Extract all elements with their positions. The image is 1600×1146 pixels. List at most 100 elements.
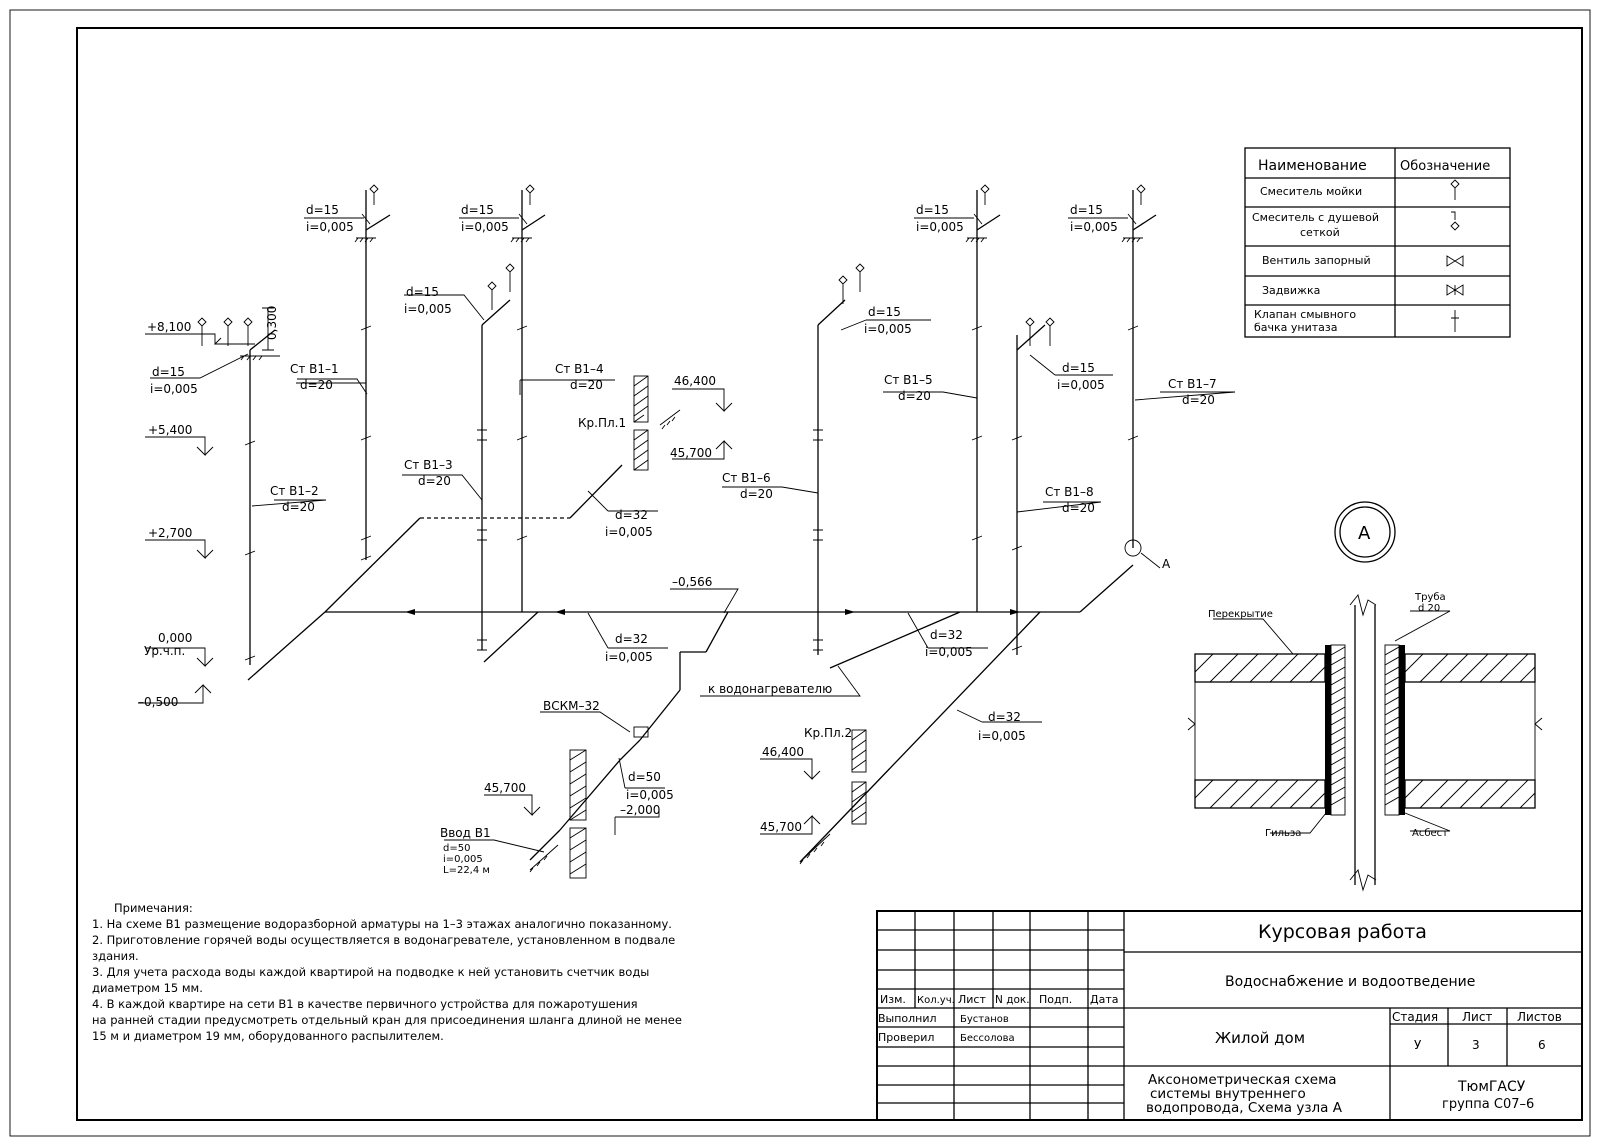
elev-46400-b: 46,400 xyxy=(762,745,804,759)
label-inlet-L: L=22,4 м xyxy=(443,865,490,876)
tb-object: Жилой дом xyxy=(1215,1029,1305,1047)
label-d15-r1: d=15 xyxy=(306,203,339,217)
label-riser-4: Ст В1–4 xyxy=(555,362,604,376)
note-line-7: на ранней стадии предусмотреть отдельный… xyxy=(92,1013,682,1027)
label-kr-pl1: Кр.Пл.1 xyxy=(578,416,626,430)
label-riser-7: Ст В1–7 xyxy=(1168,377,1217,391)
tb-col-ndok: N док. xyxy=(995,994,1030,1006)
elev-5400: +5,400 xyxy=(148,423,192,437)
tb-row-prov-name: Бессолова xyxy=(960,1033,1015,1044)
note-line-1: 1. На схеме В1 размещение водоразборной … xyxy=(92,917,672,931)
elev-45700-c: 45,700 xyxy=(760,820,802,834)
label-i-r6: i=0,005 xyxy=(864,322,912,336)
tb-sheets-v: 6 xyxy=(1538,1038,1546,1052)
label-i-right: i=0,005 xyxy=(925,645,973,659)
shutoff-valve-icon xyxy=(1446,255,1464,267)
tb-col-izm: Изм. xyxy=(880,993,906,1006)
gate-valve-icon xyxy=(1446,284,1464,296)
label-d15-r4: d=15 xyxy=(461,203,494,217)
tb-desc-3: водопровода, Схема узла А xyxy=(1146,1100,1343,1116)
detail-sleeve-label: Гильза xyxy=(1265,828,1301,839)
label-d32-right: d=32 xyxy=(930,628,963,642)
title-block: Изм. Кол.уч. Лист N док. Подп. Дата Выпо… xyxy=(876,910,1583,1121)
label-riser-6: Ст В1–6 xyxy=(722,471,771,485)
label-riser-3: Ст В1–3 xyxy=(404,458,453,472)
notes-title: Примечания: xyxy=(114,901,193,915)
tb-stage-h: Стадия xyxy=(1392,1010,1438,1024)
label-i-mid: i=0,005 xyxy=(605,650,653,664)
elev-m0500: –0,500 xyxy=(138,695,178,709)
label-i-left: i=0,005 xyxy=(150,382,198,396)
elev-m2000: –2,000 xyxy=(620,803,660,817)
detail-pipe-label: Труба xyxy=(1414,592,1446,603)
note-line-4: 3. Для учета расхода воды каждой квартир… xyxy=(92,965,649,979)
label-d15-left: d=15 xyxy=(152,365,185,379)
label-inlet-i: i=0,005 xyxy=(443,854,483,865)
elev-m0566: –0,566 xyxy=(672,575,712,589)
label-d15-r7: d=15 xyxy=(1070,203,1103,217)
label-riser-2-d: d=20 xyxy=(282,500,315,514)
legend-header-name: Наименование xyxy=(1258,158,1367,174)
tb-course: Курсовая работа xyxy=(1258,921,1427,943)
elev-8100: +8,100 xyxy=(147,320,191,334)
axonometric-scheme xyxy=(197,184,1161,863)
drawing-frame xyxy=(76,27,1583,1121)
label-riser-2: Ст В1–2 xyxy=(270,484,319,498)
label-leaders xyxy=(150,213,1236,853)
legend-row-4: Задвижка xyxy=(1262,284,1320,297)
tb-org-2: группа С07–6 xyxy=(1442,1097,1534,1112)
node-detail-a: А Перекрытие Труба xyxy=(1187,501,1543,892)
tb-sheets-h: Листов xyxy=(1517,1010,1562,1024)
wall-hatches xyxy=(529,375,867,879)
elevation-marks xyxy=(138,307,821,835)
label-riser-1-d: d=20 xyxy=(300,378,333,392)
legend-row-1: Смеситель мойки xyxy=(1260,185,1362,198)
label-inlet-d: d=50 xyxy=(443,843,470,854)
note-line-5: диаметром 15 мм. xyxy=(92,981,203,995)
label-riser-5-d: d=20 xyxy=(898,389,931,403)
label-meter: ВСКМ–32 xyxy=(543,699,600,713)
label-i-d50: i=0,005 xyxy=(626,788,674,802)
elev-floor: Ур.ч.п. xyxy=(144,644,185,658)
elev-2700: +2,700 xyxy=(148,526,192,540)
label-riser-8-d: d=20 xyxy=(1062,501,1095,515)
label-i-r4: i=0,005 xyxy=(461,220,509,234)
label-i-diag: i=0,005 xyxy=(978,729,1026,743)
label-d15-r3: d=15 xyxy=(406,285,439,299)
legend-row-2: Смеситель с душевой xyxy=(1252,211,1379,224)
tb-desc-1: Аксонометрическая схема xyxy=(1148,1072,1337,1088)
notes: Примечания: 1. На схеме В1 размещение во… xyxy=(92,901,682,1043)
elev-46400-a: 46,400 xyxy=(674,374,716,388)
label-d32-upper: d=32 xyxy=(615,508,648,522)
detail-asbestos-label: Асбест xyxy=(1412,828,1448,839)
tb-col-data: Дата xyxy=(1090,993,1118,1006)
legend-header-symbol: Обозначение xyxy=(1400,159,1490,174)
label-riser-1: Ст В1–1 xyxy=(290,362,339,376)
flush-valve-icon xyxy=(1451,310,1459,332)
label-d15-r8: d=15 xyxy=(1062,361,1095,375)
label-kr-pl2: Кр.Пл.2 xyxy=(804,726,852,740)
note-line-6: 4. В каждой квартире на сети В1 в качест… xyxy=(92,997,638,1011)
tb-col-kol: Кол.уч. xyxy=(917,995,955,1006)
tb-stage-v: У xyxy=(1414,1038,1422,1052)
tb-desc-2: системы внутреннего xyxy=(1150,1086,1306,1102)
label-riser-6-d: d=20 xyxy=(740,487,773,501)
detail-pipe-d-label: d 20 xyxy=(1418,603,1440,614)
legend-row-2b: сеткой xyxy=(1300,226,1340,239)
tb-row-prov: Проверил xyxy=(878,1031,934,1044)
tb-row-vyp-name: Бустанов xyxy=(960,1014,1009,1025)
label-riser-8: Ст В1–8 xyxy=(1045,485,1094,499)
legend-row-5b: бачка унитаза xyxy=(1254,321,1338,334)
detail-slab-label: Перекрытие xyxy=(1208,609,1273,620)
label-inlet: Ввод В1 xyxy=(440,826,491,840)
note-line-8: 15 м и диаметром 19 мм, оборудованного р… xyxy=(92,1029,444,1043)
label-i-r8: i=0,005 xyxy=(1057,378,1105,392)
legend-table: Наименование Обозначение Смеситель мойки… xyxy=(1244,147,1511,338)
pipe-annotations: d=15 i=0,005 d=15 i=0,005 d=15 i=0,005 d… xyxy=(138,203,1217,876)
label-d32-mid: d=32 xyxy=(615,632,648,646)
label-riser-4-d: d=20 xyxy=(570,378,603,392)
note-line-2: 2. Приготовление горячей воды осуществля… xyxy=(92,933,675,947)
dim-0300: 0,300 xyxy=(265,306,279,340)
label-i-upper: i=0,005 xyxy=(605,525,653,539)
